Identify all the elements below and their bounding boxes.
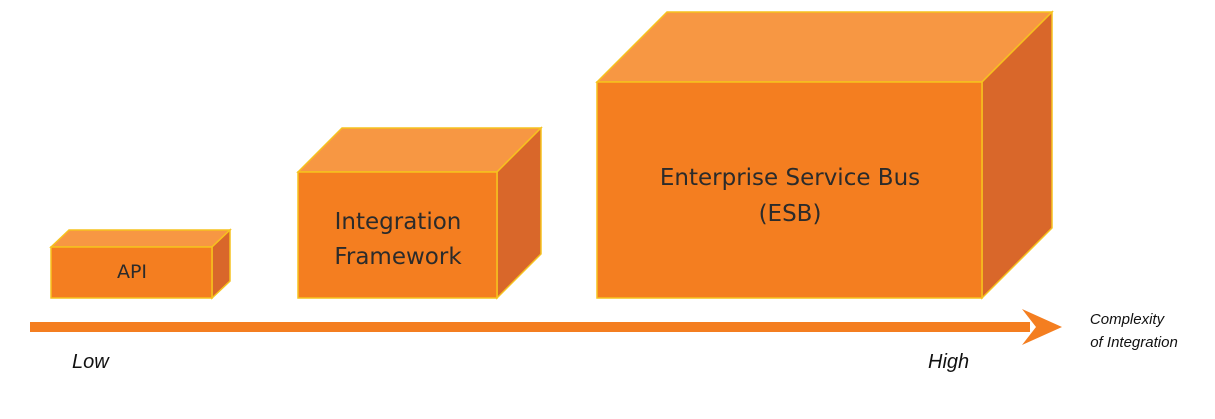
axis-arrow-shaft bbox=[30, 322, 1030, 332]
api-box-label: API bbox=[117, 261, 147, 283]
axis-arrow-head bbox=[1022, 309, 1062, 345]
axis-low-label: Low bbox=[72, 351, 110, 373]
integration-framework-box-front-face bbox=[297, 171, 498, 299]
esb-box-label-line-1: Enterprise Service Bus bbox=[660, 165, 920, 191]
api-box-top-face bbox=[49, 229, 232, 248]
axis-high-label: High bbox=[928, 351, 969, 373]
axis-title-line-1: Complexity bbox=[1090, 311, 1166, 328]
integration-framework-box-label-line-2: Framework bbox=[334, 244, 462, 270]
integration-framework-box: Integration Framework bbox=[296, 126, 543, 300]
api-box-front-face bbox=[50, 246, 213, 299]
esb-box-front-face bbox=[596, 81, 983, 299]
esb-box-label-line-2: (ESB) bbox=[759, 201, 822, 227]
integration-framework-box-label-line-1: Integration bbox=[335, 209, 462, 235]
api-box: API bbox=[49, 228, 232, 300]
esb-box: Enterprise Service Bus (ESB) bbox=[595, 10, 1054, 300]
esb-box-top-face bbox=[595, 11, 1054, 83]
complexity-axis-arrow bbox=[30, 309, 1062, 345]
axis-title-line-2: of Integration bbox=[1090, 334, 1178, 351]
